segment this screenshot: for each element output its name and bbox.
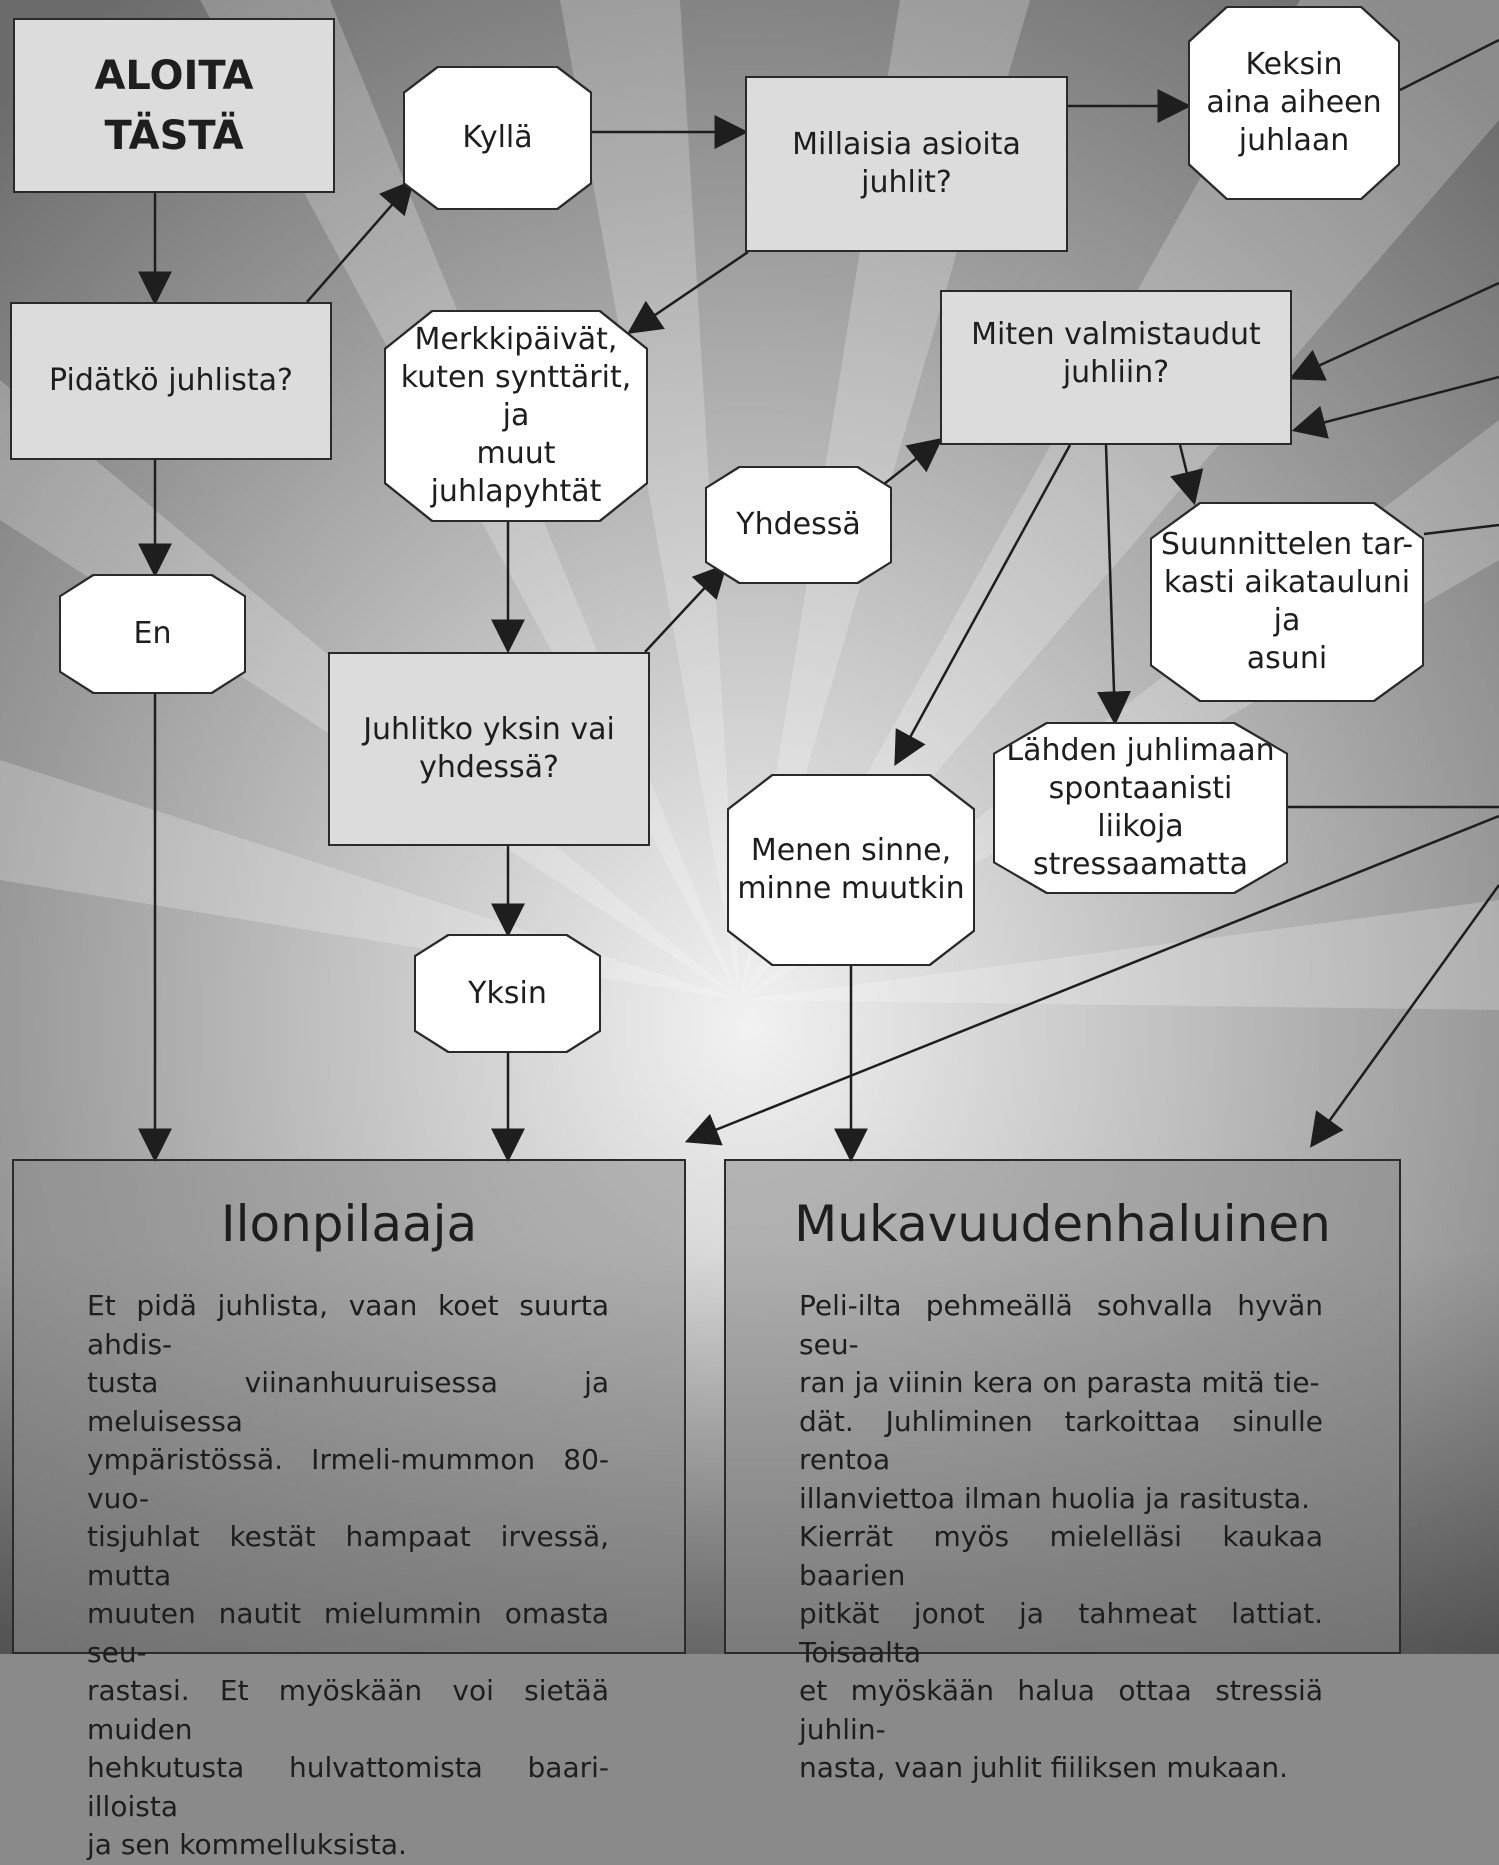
answer-plan: Suunnittelen tar- kasti aikatauluni ja a… bbox=[1150, 502, 1424, 702]
arrow-prepare-to-spont bbox=[1097, 444, 1131, 726]
result-2-line: Peli-ilta pehmeällä sohvalla hyvän seu- bbox=[799, 1289, 1323, 1361]
arrow-prepare-to-follow bbox=[894, 444, 1072, 766]
answer-follow-others-label: Menen sinne, minne muutkin bbox=[737, 833, 965, 906]
arrow-question-to-yes bbox=[306, 179, 415, 303]
result-2-line: illanviettoa ilman huolia ja rasitusta. bbox=[799, 1481, 1311, 1515]
result-2-line: nasta, vaan juhlit fiiliksen mukaan. bbox=[799, 1751, 1289, 1784]
result-1-line: ympäristössä. Irmeli-mummon 80-vuo- bbox=[87, 1443, 609, 1515]
result-panel-1: Ilonpilaaja Et pidä juhlista, vaan koet … bbox=[12, 1159, 686, 1861]
flow-connectors bbox=[138, 38, 1499, 1163]
answer-spontaneous: Lähden juhlimaan spontaanisti liikoja st… bbox=[993, 722, 1288, 894]
answer-together: Yhdessä bbox=[705, 466, 892, 584]
start-box: ALOITA TÄSTÄ bbox=[13, 18, 335, 193]
result-panel-2: Mukavuudenhaluinen Peli-ilta pehmeällä s… bbox=[724, 1159, 1401, 1784]
arrow-offpage-to-result1 bbox=[684, 814, 1499, 1146]
result-2-line: Kierrät myös mielelläsi kaukaa baarien bbox=[799, 1520, 1323, 1592]
answer-together-label: Yhdessä bbox=[736, 507, 861, 542]
answer-special-days: Merkkipäivät, kuten synttärit, ja muut j… bbox=[384, 310, 648, 522]
arrow-together-to-prepare bbox=[883, 437, 943, 485]
question-like-parties-label: Pidätkö juhlista? bbox=[49, 363, 293, 398]
question-prepare: Miten valmistaudut juhliin? bbox=[940, 290, 1292, 445]
answer-follow-others: Menen sinne, minne muutkin bbox=[727, 774, 975, 966]
answer-special-days-label: Merkkipäivät, kuten synttärit, ja muut j… bbox=[400, 322, 632, 509]
result-1-line: tisjuhlat kestät hampaat irvessä, mutta bbox=[87, 1520, 609, 1592]
result-2-line: pitkät jonot ja tahmeat lattiat. Toisaal… bbox=[799, 1597, 1323, 1669]
result-title-1: Ilonpilaaja bbox=[220, 1195, 478, 1253]
arrow-offpage-to-prepare-2 bbox=[1291, 375, 1499, 439]
answer-theme-label: Keksin aina aiheen juhlaan bbox=[1206, 47, 1382, 158]
result-1-line: Et pidä juhlista, vaan koet suurta ahdis… bbox=[87, 1289, 609, 1361]
start-label: ALOITA TÄSTÄ bbox=[94, 52, 254, 159]
result-1-line: hehkutusta hulvattomista baari-illoista bbox=[87, 1751, 609, 1823]
result-1-line: ja sen kommelluksista. bbox=[87, 1828, 407, 1861]
result-2-line: et myöskään halua ottaa stressiä juhlin- bbox=[799, 1674, 1323, 1746]
arrow-theme-offpage bbox=[1399, 38, 1499, 92]
answer-no: En bbox=[59, 574, 246, 694]
answer-alone: Yksin bbox=[414, 934, 601, 1053]
answer-spontaneous-label: Lähden juhlimaan spontaanisti liikoja st… bbox=[1006, 733, 1275, 882]
result-title-2: Mukavuudenhaluinen bbox=[794, 1195, 1331, 1253]
question-prepare-label: Miten valmistaudut juhliin? bbox=[971, 317, 1261, 390]
result-1-line: muuten nautit mielummin omasta seu- bbox=[87, 1597, 609, 1669]
arrow-prepare-to-plan bbox=[1170, 444, 1204, 506]
answer-yes-label: Kyllä bbox=[462, 120, 533, 155]
answer-yes: Kyllä bbox=[403, 66, 592, 210]
result-text-2: Peli-ilta pehmeällä sohvalla hyvän seu- … bbox=[799, 1287, 1323, 1788]
arrow-offpage-to-result2 bbox=[1310, 884, 1499, 1148]
question-alone-or-together: Juhlitko yksin vai yhdessä? bbox=[328, 652, 650, 846]
answer-no-label: En bbox=[133, 616, 172, 651]
arrow-what-to-special bbox=[627, 250, 749, 334]
answer-theme: Keksin aina aiheen juhlaan bbox=[1188, 6, 1400, 200]
question-what-celebrate-label: Millaisia asioita juhlit? bbox=[792, 127, 1021, 200]
result-text-1: Et pidä juhlista, vaan koet suurta ahdis… bbox=[87, 1287, 609, 1865]
arrow-plan-offpage bbox=[1423, 523, 1499, 536]
question-like-parties: Pidätkö juhlista? bbox=[10, 302, 332, 460]
question-what-celebrate: Millaisia asioita juhlit? bbox=[745, 76, 1068, 252]
answer-plan-label: Suunnittelen tar- kasti aikatauluni ja a… bbox=[1160, 527, 1414, 676]
arrow-alone-q-to-together bbox=[644, 563, 728, 653]
result-2-line: dät. Juhliminen tarkoittaa sinulle rento… bbox=[799, 1404, 1323, 1477]
question-alone-or-together-label: Juhlitko yksin vai yhdessä? bbox=[363, 712, 615, 785]
answer-alone-label: Yksin bbox=[468, 975, 547, 1011]
result-1-line: tusta viinanhuuruisessa ja meluisessa bbox=[87, 1366, 609, 1438]
arrow-offpage-to-prepare-1 bbox=[1288, 281, 1499, 381]
result-1-line: rastasi. Et myöskään voi sietää muiden bbox=[87, 1674, 609, 1746]
result-2-line: ran ja viinin kera on parasta mitä tie- bbox=[799, 1366, 1320, 1399]
